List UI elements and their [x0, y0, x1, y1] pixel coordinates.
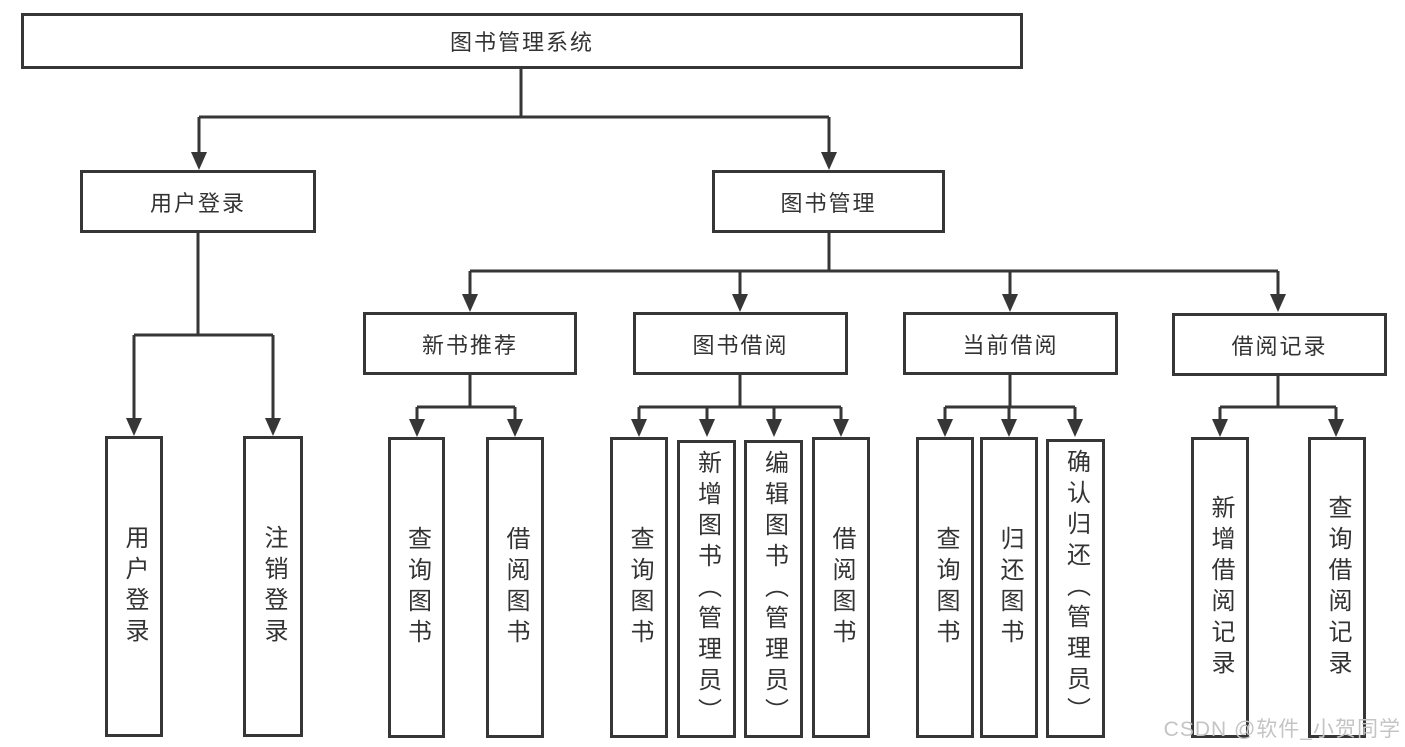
node-root-label: 图书管理系统 [449, 30, 594, 55]
leaf-query-borrow-record: 查询借阅记录 [1308, 437, 1366, 738]
node-root: 图书管理系统 [21, 13, 1023, 69]
node-book-borrow: 图书借阅 [633, 312, 848, 375]
leaf-add-borrow-record: 新增借阅记录 [1191, 437, 1249, 738]
node-user-login: 用户登录 [80, 170, 316, 233]
leaf-user-login: 用户登录 [105, 436, 163, 737]
node-current-borrow: 当前借阅 [903, 312, 1118, 375]
leaf-query-books-borrow-label: 查询图书 [626, 525, 653, 650]
node-book-borrow-label: 图书借阅 [692, 332, 789, 358]
leaf-borrow-books: 借阅图书 [812, 437, 870, 738]
leaf-query-books-borrow: 查询图书 [610, 437, 668, 738]
leaf-add-borrow-record-label: 新增借阅记录 [1207, 494, 1234, 681]
leaf-return-book-label: 归还图书 [996, 525, 1023, 650]
node-book-management-label: 图书管理 [780, 190, 877, 216]
leaf-edit-book-admin-label: 编辑图书（管理员） [760, 449, 788, 729]
leaf-confirm-return-admin-label: 确认归还（管理员） [1062, 449, 1090, 728]
node-user-login-label: 用户登录 [149, 190, 246, 216]
node-new-book-recommend: 新书推荐 [363, 312, 577, 375]
leaf-query-books-current-label: 查询图书 [932, 525, 959, 650]
node-borrow-record-label: 借阅记录 [1231, 333, 1328, 359]
leaf-borrow-books-recommend-label: 借阅图书 [502, 525, 529, 650]
node-borrow-record: 借阅记录 [1172, 313, 1387, 376]
leaf-query-borrow-record-label: 查询借阅记录 [1324, 494, 1351, 681]
leaf-add-book-admin: 新增图书（管理员） [677, 440, 736, 738]
leaf-return-book: 归还图书 [980, 437, 1038, 738]
leaf-borrow-books-label: 借阅图书 [828, 525, 855, 650]
leaf-user-login-label: 用户登录 [121, 524, 148, 649]
leaf-add-book-admin-label: 新增图书（管理员） [693, 449, 721, 729]
leaf-confirm-return-admin: 确认归还（管理员） [1046, 439, 1105, 738]
leaf-logout: 注销登录 [243, 436, 303, 737]
node-new-book-recommend-label: 新书推荐 [421, 332, 518, 358]
leaf-borrow-books-recommend: 借阅图书 [486, 437, 544, 738]
node-book-management: 图书管理 [712, 170, 945, 233]
arrowhead-icons [126, 152, 1344, 437]
leaf-logout-label: 注销登录 [260, 524, 287, 649]
node-current-borrow-label: 当前借阅 [962, 332, 1059, 358]
leaf-edit-book-admin: 编辑图书（管理员） [744, 440, 803, 738]
leaf-query-books-recommend: 查询图书 [388, 437, 445, 738]
watermark: CSDN @软件_小贺同学 [1163, 718, 1401, 741]
leaf-query-books-recommend-label: 查询图书 [403, 525, 431, 650]
leaf-query-books-current: 查询图书 [916, 437, 974, 738]
